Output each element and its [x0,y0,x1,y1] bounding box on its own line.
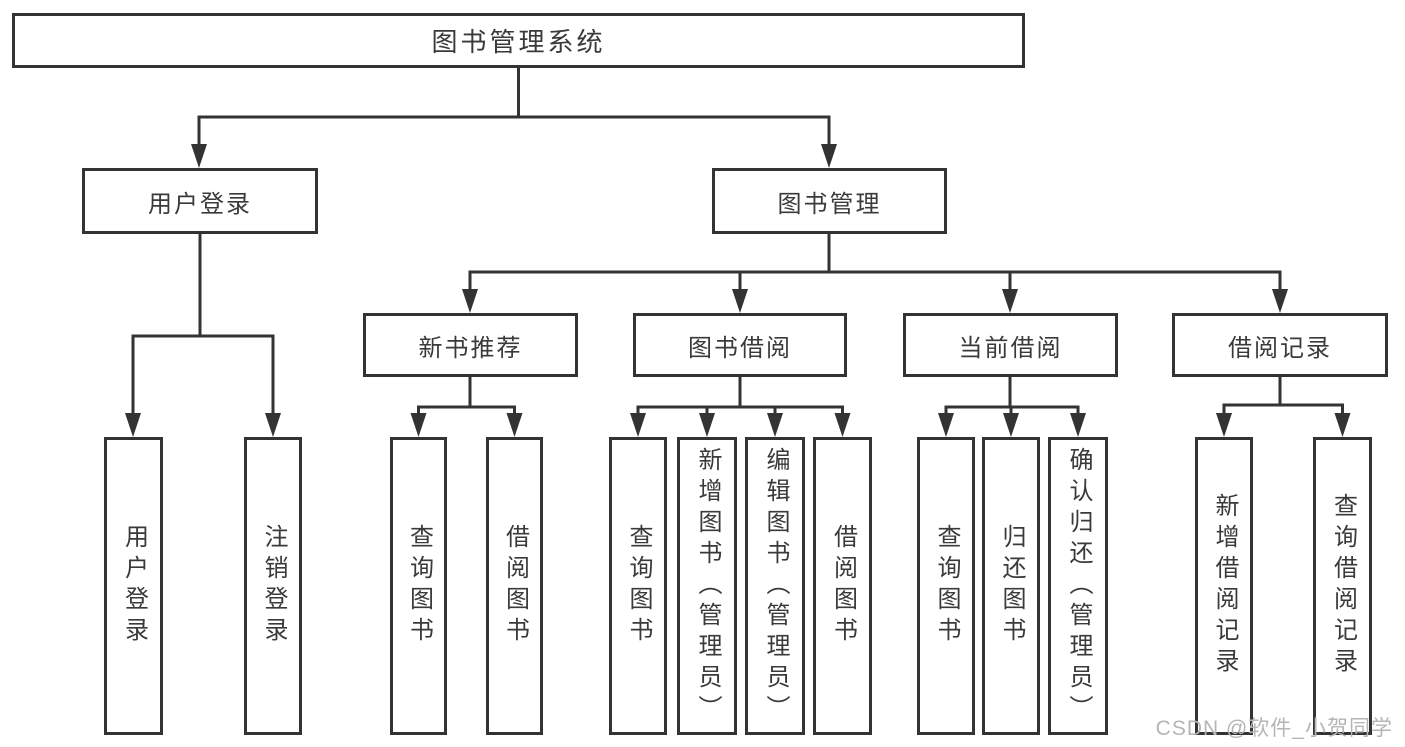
node-user-login-label: 用户登录 [148,190,252,218]
leaf-query-books-recommend-label: 查询图书 [405,524,433,648]
leaf-query-books-borrow-label: 查询图书 [625,524,652,648]
connector-root-to-level2 [191,66,837,168]
leaf-query-books-recommend: 查询图书 [390,437,447,735]
leaf-query-books-borrow: 查询图书 [609,437,667,735]
node-borrow-records: 借阅记录 [1172,313,1388,377]
node-current-borrow: 当前借阅 [903,313,1118,377]
leaf-return-books: 归还图书 [982,437,1040,735]
leaf-query-borrow-record: 查询借阅记录 [1313,437,1372,735]
leaf-return-books-label: 归还图书 [998,524,1025,648]
leaf-borrow-books-label: 借阅图书 [829,524,857,648]
node-book-borrow: 图书借阅 [633,313,847,377]
node-new-book-recommend-label: 新书推荐 [418,334,523,362]
leaf-query-books-current-label: 查询图书 [933,524,960,648]
connector-new-book-recommend-to-leaves [410,375,523,437]
connector-current-borrow-to-leaves [938,375,1086,437]
leaf-confirm-return-admin-label: 确认归还（管理员） [1065,446,1092,726]
node-user-login: 用户登录 [82,168,318,234]
leaf-borrow-books-recommend-label: 借阅图书 [501,524,529,648]
node-root: 图书管理系统 [12,13,1025,68]
leaf-logout-login-label: 注销登录 [260,524,287,648]
leaf-edit-books-admin-label: 编辑图书（管理员） [762,446,789,726]
leaf-user-login-label: 用户登录 [120,524,148,648]
node-current-borrow-label: 当前借阅 [958,334,1063,362]
leaf-confirm-return-admin: 确认归还（管理员） [1048,437,1108,735]
leaf-query-books-current: 查询图书 [917,437,975,735]
leaf-borrow-books-recommend: 借阅图书 [486,437,543,735]
connector-user-login-to-leaves [125,232,281,437]
leaf-query-borrow-record-label: 查询借阅记录 [1329,493,1357,679]
connector-book-borrow-to-leaves [630,375,851,437]
node-book-management: 图书管理 [712,168,947,234]
leaf-add-borrow-record: 新增借阅记录 [1195,437,1253,735]
leaf-add-books-admin: 新增图书（管理员） [677,437,737,735]
connector-borrow-records-to-leaves [1216,375,1351,437]
connector-book-management-to-level3 [462,232,1288,313]
node-borrow-records-label: 借阅记录 [1228,334,1332,362]
leaf-logout-login: 注销登录 [244,437,302,735]
node-book-management-label: 图书管理 [777,190,882,218]
leaf-add-books-admin-label: 新增图书（管理员） [694,446,721,726]
leaf-edit-books-admin: 编辑图书（管理员） [745,437,805,735]
leaf-user-login: 用户登录 [104,437,163,735]
node-root-label: 图书管理系统 [431,27,606,57]
leaf-add-borrow-record-label: 新增借阅记录 [1211,493,1238,679]
leaf-borrow-books: 借阅图书 [813,437,872,735]
watermark: CSDN @软件_小贺同学 [1155,717,1393,740]
node-book-borrow-label: 图书借阅 [688,334,792,362]
node-new-book-recommend: 新书推荐 [363,313,578,377]
